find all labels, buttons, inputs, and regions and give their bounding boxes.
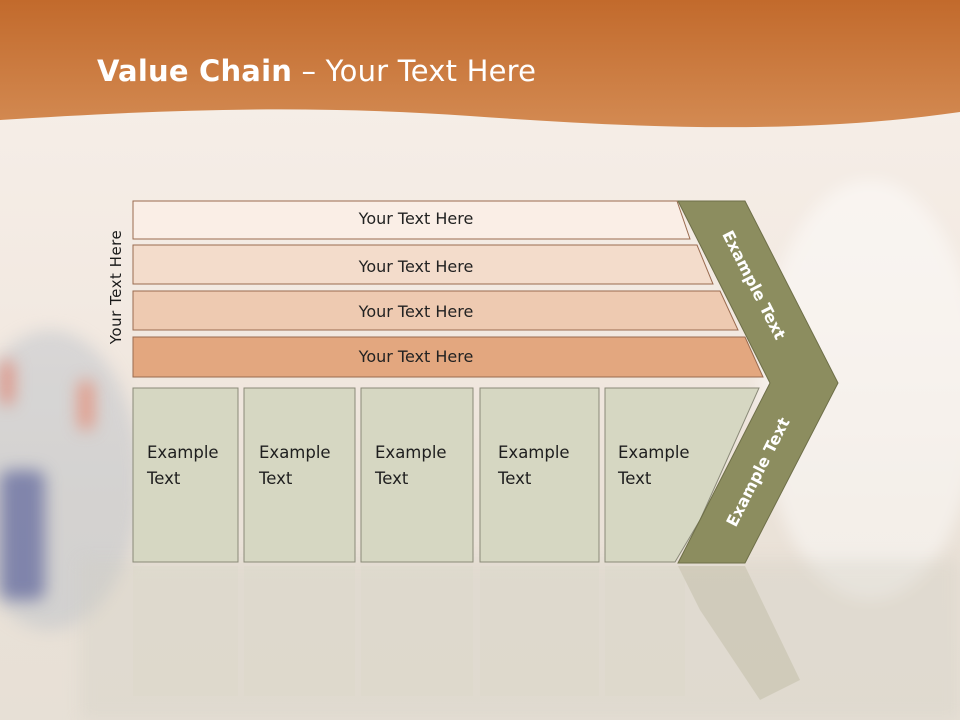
row-label-3: Your Text Here: [358, 302, 474, 321]
box-label-3-line1: Example: [375, 443, 447, 462]
support-row-2: [132, 244, 714, 285]
primary-box-2: [243, 387, 356, 563]
box-label-1-line2: Text: [147, 469, 181, 488]
box-label-4-line2: Text: [498, 469, 532, 488]
header-band: [0, 0, 960, 128]
row-label-2: Your Text Here: [358, 257, 474, 276]
support-row-4: [132, 336, 764, 378]
box-label-2-line2: Text: [259, 469, 293, 488]
background-dropper-cap: [0, 360, 14, 405]
box-label-3-line2: Text: [375, 469, 409, 488]
row-label-4: Your Text Here: [358, 347, 474, 366]
page-title: Value Chain – Your Text Here: [97, 54, 536, 88]
box-label-5-line2: Text: [618, 469, 652, 488]
diagram-reflection: [133, 566, 800, 700]
support-row-3: [132, 290, 739, 331]
box-label-2: Example Text: [259, 440, 359, 492]
row-label-1: Your Text Here: [358, 209, 474, 228]
margin-chevron: [677, 200, 839, 564]
title-bold: Value Chain: [97, 54, 293, 88]
primary-box-5: [604, 387, 760, 563]
box-label-4: Example Text: [498, 440, 598, 492]
box-label-4-line1: Example: [498, 443, 570, 462]
primary-box-1: [132, 387, 239, 563]
primary-box-3: [360, 387, 474, 563]
title-rest: – Your Text Here: [292, 54, 537, 88]
background-blue-bottle: [0, 470, 45, 600]
primary-box-4: [479, 387, 600, 563]
box-label-2-line1: Example: [259, 443, 331, 462]
box-label-5-line1: Example: [618, 443, 690, 462]
support-row-1: [132, 200, 691, 240]
background-table-reflection: [80, 560, 960, 720]
box-label-3: Example Text: [375, 440, 475, 492]
box-label-5: Example Text: [618, 440, 718, 492]
background-dropper-cap-2: [78, 380, 94, 430]
box-label-1-line1: Example: [147, 443, 219, 462]
box-label-1: Example Text: [147, 440, 247, 492]
